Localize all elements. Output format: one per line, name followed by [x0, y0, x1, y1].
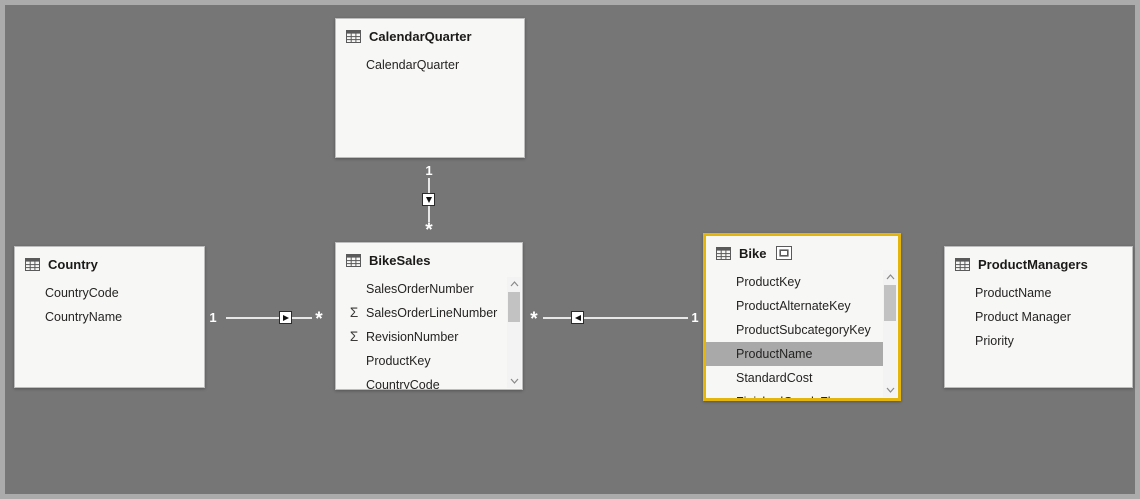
table-icon [25, 257, 40, 271]
arrow-down-icon [425, 196, 432, 203]
table-card-header[interactable]: BikeSales [336, 243, 522, 277]
field-productsubcategorykey[interactable]: ProductSubcategoryKey [736, 323, 871, 337]
table-title: Bike [739, 245, 767, 261]
table-icon [955, 257, 970, 271]
field-countryname[interactable]: CountryName [45, 310, 123, 324]
table-card-header[interactable]: Bike [706, 236, 898, 270]
field-finishedgoodsflag[interactable]: FinishedGoodsFlag [706, 390, 883, 398]
cardinality-one-label: 1 [209, 310, 217, 325]
field-salesordernumber[interactable]: SalesOrderNumber [366, 282, 474, 296]
scrollbar-down-button[interactable] [883, 383, 897, 397]
field-standardcost[interactable]: StandardCost [736, 371, 813, 385]
scrollbar[interactable] [883, 270, 897, 397]
table-title: CalendarQuarter [369, 28, 472, 44]
table-title: ProductManagers [978, 256, 1088, 272]
cardinality-one-label: 1 [691, 310, 699, 325]
arrow-left-icon [574, 314, 581, 321]
scrollbar-up-button[interactable] [507, 277, 521, 291]
scrollbar-thumb[interactable] [884, 285, 896, 321]
table-card-country[interactable]: Country CountryCode CountryName [14, 246, 205, 388]
filter-direction-arrow[interactable] [571, 311, 584, 324]
field-calendarquarter[interactable]: CalendarQuarter [366, 58, 460, 72]
table-title: Country [48, 256, 98, 272]
table-card-header[interactable]: ProductManagers [945, 247, 1132, 281]
collapse-card-icon[interactable] [776, 246, 793, 260]
field-productkey[interactable]: ProductKey [736, 275, 801, 289]
relationship-line-bikesales-bike[interactable] [543, 317, 688, 319]
arrow-right-icon [282, 314, 289, 321]
table-icon [346, 253, 361, 267]
field-countrycode[interactable]: CountryCode [366, 378, 440, 390]
table-card-header[interactable]: Country [15, 247, 204, 281]
summation-icon: Σ [349, 329, 359, 344]
filter-direction-arrow[interactable] [279, 311, 292, 324]
scrollbar-down-button[interactable] [507, 374, 521, 388]
field-priority[interactable]: Priority [975, 334, 1014, 348]
cardinality-one-label: 1 [425, 163, 433, 178]
table-card-bike[interactable]: Bike ProductKey ProductAlternateKey Prod… [703, 233, 901, 401]
field-productname[interactable]: ProductName [975, 286, 1052, 300]
cardinality-many-label: * [315, 309, 323, 330]
field-productkey[interactable]: ProductKey [366, 354, 431, 368]
scrollbar-thumb[interactable] [508, 292, 520, 322]
field-product-manager[interactable]: Product Manager [975, 310, 1071, 324]
relationship-line-country-bikesales[interactable] [226, 317, 312, 319]
cardinality-many-label: * [530, 309, 538, 330]
table-card-calendarquarter[interactable]: CalendarQuarter CalendarQuarter [335, 18, 525, 158]
table-card-productmanagers[interactable]: ProductManagers ProductName Product Mana… [944, 246, 1133, 388]
table-title: BikeSales [369, 252, 431, 268]
summation-icon: Σ [349, 305, 359, 320]
scrollbar[interactable] [507, 277, 521, 388]
field-countrycode[interactable]: CountryCode [45, 286, 119, 300]
scrollbar-up-button[interactable] [883, 270, 897, 284]
table-icon [346, 29, 361, 43]
field-productname-selected[interactable]: ProductName [706, 342, 883, 366]
filter-direction-arrow[interactable] [422, 193, 435, 206]
cardinality-many-label: * [425, 220, 433, 241]
table-card-header[interactable]: CalendarQuarter [336, 19, 524, 53]
field-productalternatekey[interactable]: ProductAlternateKey [736, 299, 851, 313]
table-icon [716, 246, 731, 260]
